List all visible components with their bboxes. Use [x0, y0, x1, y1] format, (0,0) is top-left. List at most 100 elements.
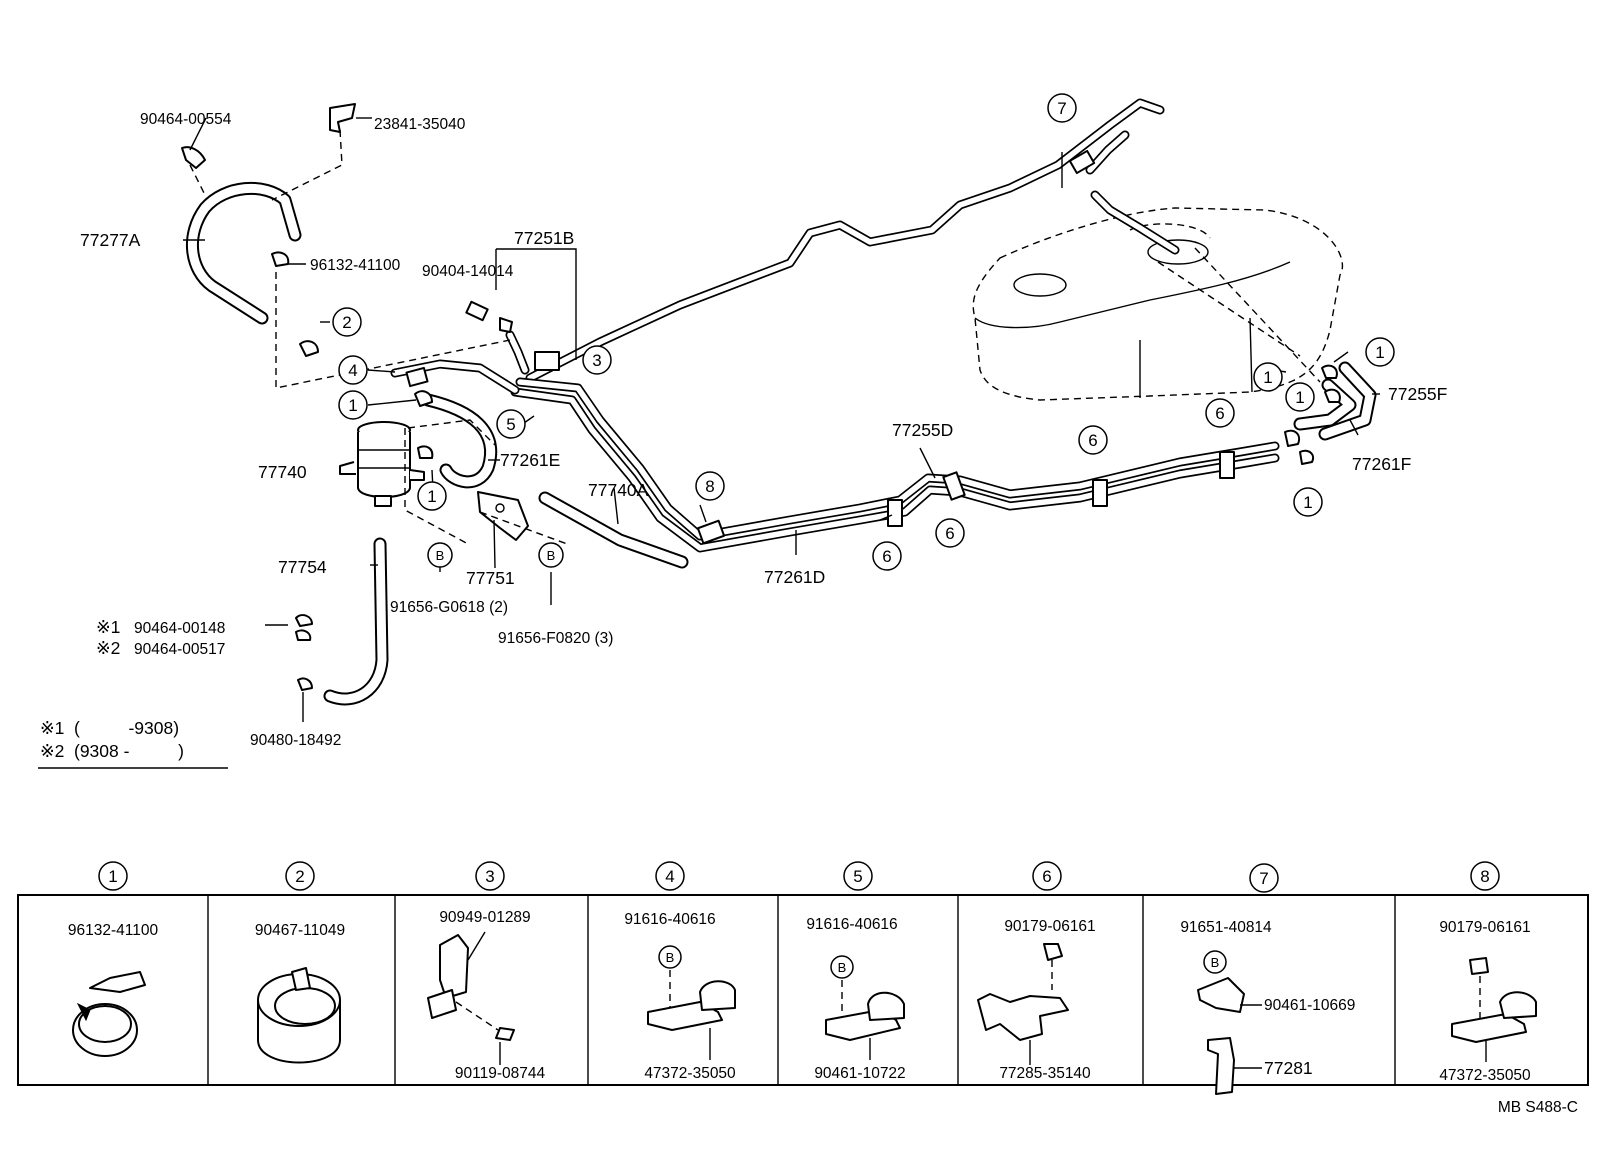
diagram-labels: 90464-00554 23841-35040 77277A 96132-411…: [80, 111, 1447, 749]
svg-text:47372-35050: 47372-35050: [1439, 1067, 1531, 1084]
label-77277A: 77277A: [80, 230, 141, 250]
svg-text:6: 6: [1215, 404, 1224, 423]
svg-text:B: B: [547, 548, 556, 563]
svg-text:7: 7: [1259, 869, 1268, 888]
callout-1: 1: [1285, 382, 1315, 412]
svg-text:2: 2: [295, 867, 304, 886]
label-77754: 77754: [278, 557, 327, 577]
callout-b: B: [538, 542, 564, 568]
label-90464-00517: 90464-00517: [134, 641, 225, 658]
callout-1: 1: [1253, 362, 1283, 392]
svg-text:90119-08744: 90119-08744: [455, 1065, 546, 1082]
svg-text:B: B: [666, 950, 675, 965]
callout-1: 1: [1365, 337, 1395, 367]
label-77751: 77751: [466, 568, 515, 588]
note-mark-1: ※1: [96, 617, 120, 637]
callout-2: 2: [332, 307, 362, 337]
label-90404-14014: 90404-14014: [422, 263, 514, 280]
detail-cell-5: 5 91616-40616 B 90461-10722: [806, 861, 906, 1082]
svg-text:1: 1: [108, 867, 117, 886]
callout-6: 6: [935, 518, 965, 548]
label-90464-00554: 90464-00554: [140, 111, 232, 128]
label-77255F: 77255F: [1388, 384, 1447, 404]
svg-text:7: 7: [1057, 99, 1066, 118]
note-mark-2: ※2: [96, 638, 120, 658]
figure-code: MB S488-C: [1498, 1099, 1578, 1116]
bracket-77751: [477, 491, 529, 541]
callout-6: 6: [1205, 398, 1235, 428]
label-77255D: 77255D: [892, 420, 953, 440]
svg-text:5: 5: [853, 867, 862, 886]
svg-text:1: 1: [1303, 493, 1312, 512]
svg-text:2: 2: [342, 313, 351, 332]
svg-text:47372-35050: 47372-35050: [644, 1065, 736, 1082]
callout-6: 6: [872, 541, 902, 571]
charcoal-canister: [339, 421, 425, 507]
svg-text:8: 8: [1480, 867, 1489, 886]
detail-cell-3: 3 90949-01289 90119-08744: [427, 861, 546, 1082]
svg-text:77281: 77281: [1264, 1058, 1313, 1078]
callout-8: 8: [695, 471, 725, 501]
svg-text:3: 3: [592, 351, 601, 370]
callout-3: 3: [582, 345, 612, 375]
label-77251B: 77251B: [514, 228, 574, 248]
callout-4: 4: [338, 355, 368, 385]
callout-1: 1: [1293, 487, 1323, 517]
fuel-pipes: [390, 98, 1280, 553]
svg-text:91616-40616: 91616-40616: [806, 916, 897, 933]
label-77740A: 77740A: [588, 480, 649, 500]
svg-text:90179-06161: 90179-06161: [1004, 918, 1095, 935]
diagram-callouts: 7 2 3 4 1 5 1 B B 8 6 6 6 6 1 1 1 1: [332, 93, 1395, 571]
label-96132-41100: 96132-41100: [310, 257, 401, 274]
detail-table: 1 96132-41100 2 90467-11049 3 90949-0128…: [17, 861, 1589, 1095]
callout-1: 1: [417, 481, 447, 511]
callout-b: B: [427, 542, 453, 568]
svg-text:1: 1: [348, 396, 357, 415]
label-77261F: 77261F: [1352, 454, 1411, 474]
note-mark-2: ※2: [40, 741, 64, 761]
svg-text:90949-01289: 90949-01289: [439, 909, 530, 926]
label-77740: 77740: [258, 462, 307, 482]
svg-text:6: 6: [945, 524, 954, 543]
svg-text:1: 1: [427, 487, 436, 506]
svg-text:96132-41100: 96132-41100: [68, 922, 159, 939]
svg-text:5: 5: [506, 415, 515, 434]
detail-cell-1: 1 96132-41100: [68, 861, 159, 1057]
detail-cell-6: 6 90179-06161 77285-35140: [977, 861, 1096, 1082]
svg-text:8: 8: [705, 477, 714, 496]
svg-text:90467-11049: 90467-11049: [255, 922, 345, 939]
note-mark-1: ※1: [40, 718, 64, 738]
fuel-tank: [972, 207, 1344, 401]
detail-cell-4: 4 91616-40616 B 47372-35050: [624, 861, 736, 1082]
svg-text:90179-06161: 90179-06161: [1439, 919, 1530, 936]
svg-text:6: 6: [1042, 867, 1051, 886]
note-2-range: (9308 - ): [74, 741, 184, 761]
label-23841-35040: 23841-35040: [374, 116, 466, 133]
detail-cell-7: 7 91651-40814 B 90461-10669 77281: [1180, 863, 1355, 1095]
label-90464-00148: 90464-00148: [134, 620, 225, 637]
svg-text:4: 4: [665, 867, 674, 886]
label-90480-18492: 90480-18492: [250, 732, 341, 749]
svg-text:1: 1: [1263, 368, 1272, 387]
svg-text:1: 1: [1375, 343, 1384, 362]
svg-text:6: 6: [882, 547, 891, 566]
svg-text:91616-40616: 91616-40616: [624, 911, 715, 928]
svg-text:B: B: [838, 960, 847, 975]
label-91656-F0820: 91656-F0820 (3): [498, 630, 613, 647]
svg-text:6: 6: [1088, 431, 1097, 450]
svg-text:90461-10669: 90461-10669: [1264, 997, 1355, 1014]
applicability-notes: ※1 ( -9308) ※2 (9308 - ): [38, 718, 228, 769]
svg-text:B: B: [1211, 955, 1220, 970]
detail-cell-2: 2 90467-11049: [255, 861, 345, 1064]
label-91656-G0618: 91656-G0618 (2): [390, 599, 508, 616]
svg-text:3: 3: [485, 867, 494, 886]
svg-text:90461-10722: 90461-10722: [814, 1065, 905, 1082]
svg-text:77285-35140: 77285-35140: [999, 1065, 1091, 1082]
label-77261E: 77261E: [500, 450, 560, 470]
svg-text:91651-40814: 91651-40814: [1180, 919, 1272, 936]
label-77261D: 77261D: [764, 567, 825, 587]
callout-1: 1: [338, 390, 368, 420]
small-parts: [181, 103, 1341, 691]
detail-cell-8: 8 90179-06161 47372-35050: [1439, 861, 1537, 1084]
